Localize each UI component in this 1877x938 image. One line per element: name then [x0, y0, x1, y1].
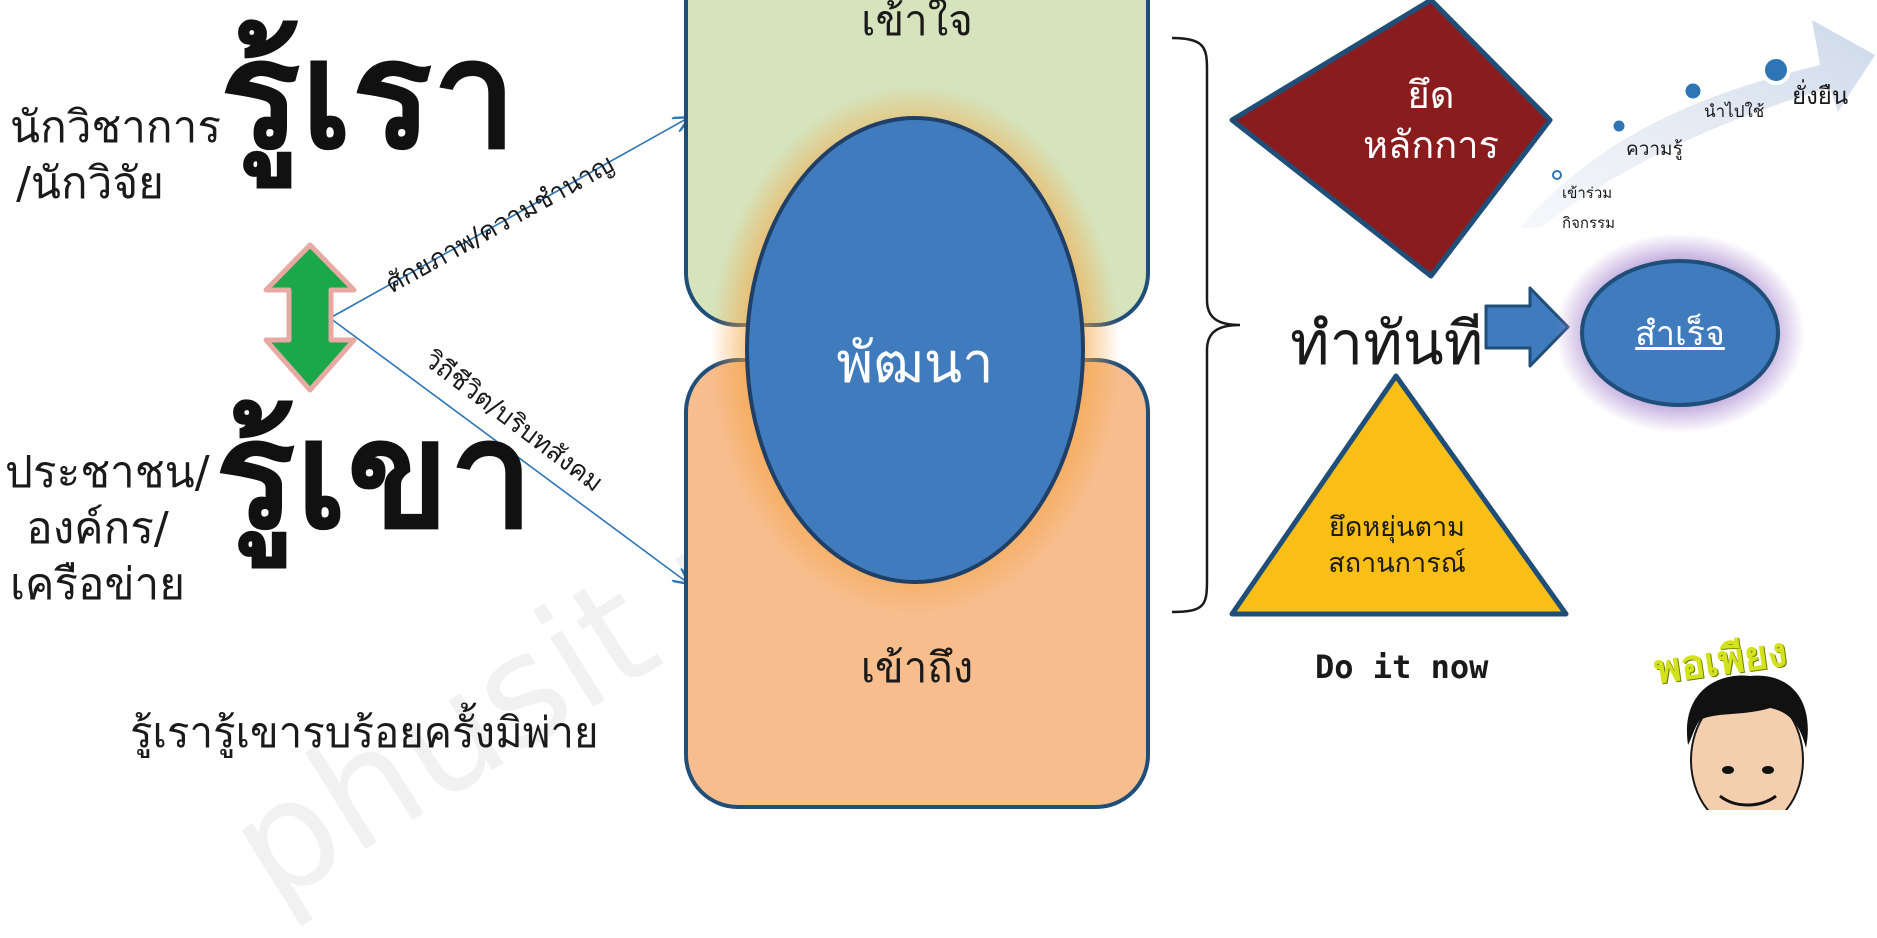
step-join: เข้าร่วม กิจกรรม: [1562, 178, 1615, 238]
diamond-shape: [1229, 0, 1553, 279]
triangle-shape: [1229, 373, 1569, 617]
role-public-line-1: ประชาชน/: [5, 447, 210, 498]
top-box-label: เข้าใจ: [861, 0, 973, 45]
role-academic: นักวิชาการ /นักวิจัย: [10, 100, 221, 212]
triangle-label-line-2: สถานการณ์: [1328, 548, 1466, 579]
step-apply: นำไปใช้: [1704, 102, 1765, 122]
heading-know-them: รู้เขา: [215, 387, 534, 563]
arrow-line-down: [329, 317, 688, 583]
step-sustain: ยั่งยืน: [1792, 82, 1849, 110]
step-knowledge: ความรู้: [1626, 138, 1683, 160]
role-public: ประชาชน/ องค์กร/ เครือข่าย: [5, 445, 210, 613]
success-label: สำเร็จ: [1635, 314, 1725, 354]
diamond-label-line-1: ยึด: [1407, 73, 1455, 117]
bottom-box-label: เข้าถึง: [860, 643, 974, 692]
action-label: ทำทันที: [1290, 309, 1484, 379]
diamond-label-line-2: หลักการ: [1362, 123, 1500, 167]
diamond-label: ยึด หลักการ: [1291, 70, 1571, 170]
double-arrow-icon: [263, 242, 357, 393]
step-dot-3: [1682, 80, 1704, 102]
success-ellipse: [1580, 259, 1780, 407]
role-academic-line-2: /นักวิจัย: [16, 158, 164, 209]
action-english: Do it now: [1315, 648, 1489, 686]
step-dot-2: [1610, 117, 1628, 135]
heading-know-us: รู้เรา: [220, 7, 517, 183]
role-academic-line-1: นักวิชาการ: [10, 102, 221, 153]
progress-curve: [1520, 20, 1875, 228]
role-public-line-3: เครือข่าย: [9, 559, 186, 610]
step-dot-4: [1761, 55, 1791, 85]
role-public-line-2: องค์กร/: [26, 503, 169, 554]
diagram-canvas: phusit pho: [5, 0, 1875, 938]
step-dot-1: [1552, 170, 1562, 180]
step-join-line-2: กิจกรรม: [1562, 214, 1615, 232]
step-join-line-1: เข้าร่วม: [1562, 184, 1613, 202]
ellipse-label: พัฒนา: [836, 331, 994, 396]
diagram-shapes: [263, 0, 1875, 810]
triangle-label-line-1: ยึดหยุ่นตาม: [1329, 512, 1465, 543]
brace: [1171, 36, 1241, 614]
arrow-line-up: [329, 118, 688, 319]
center-ellipse: [745, 116, 1085, 584]
triangle-label: ยึดหยุ่นตาม สถานการณ์: [1282, 510, 1512, 582]
cartoon-face-icon: [1686, 675, 1808, 810]
block-arrow-icon: [1484, 286, 1570, 368]
footer-proverb: รู้เรารู้เขารบร้อยครั้งมิพ่าย: [130, 708, 599, 757]
